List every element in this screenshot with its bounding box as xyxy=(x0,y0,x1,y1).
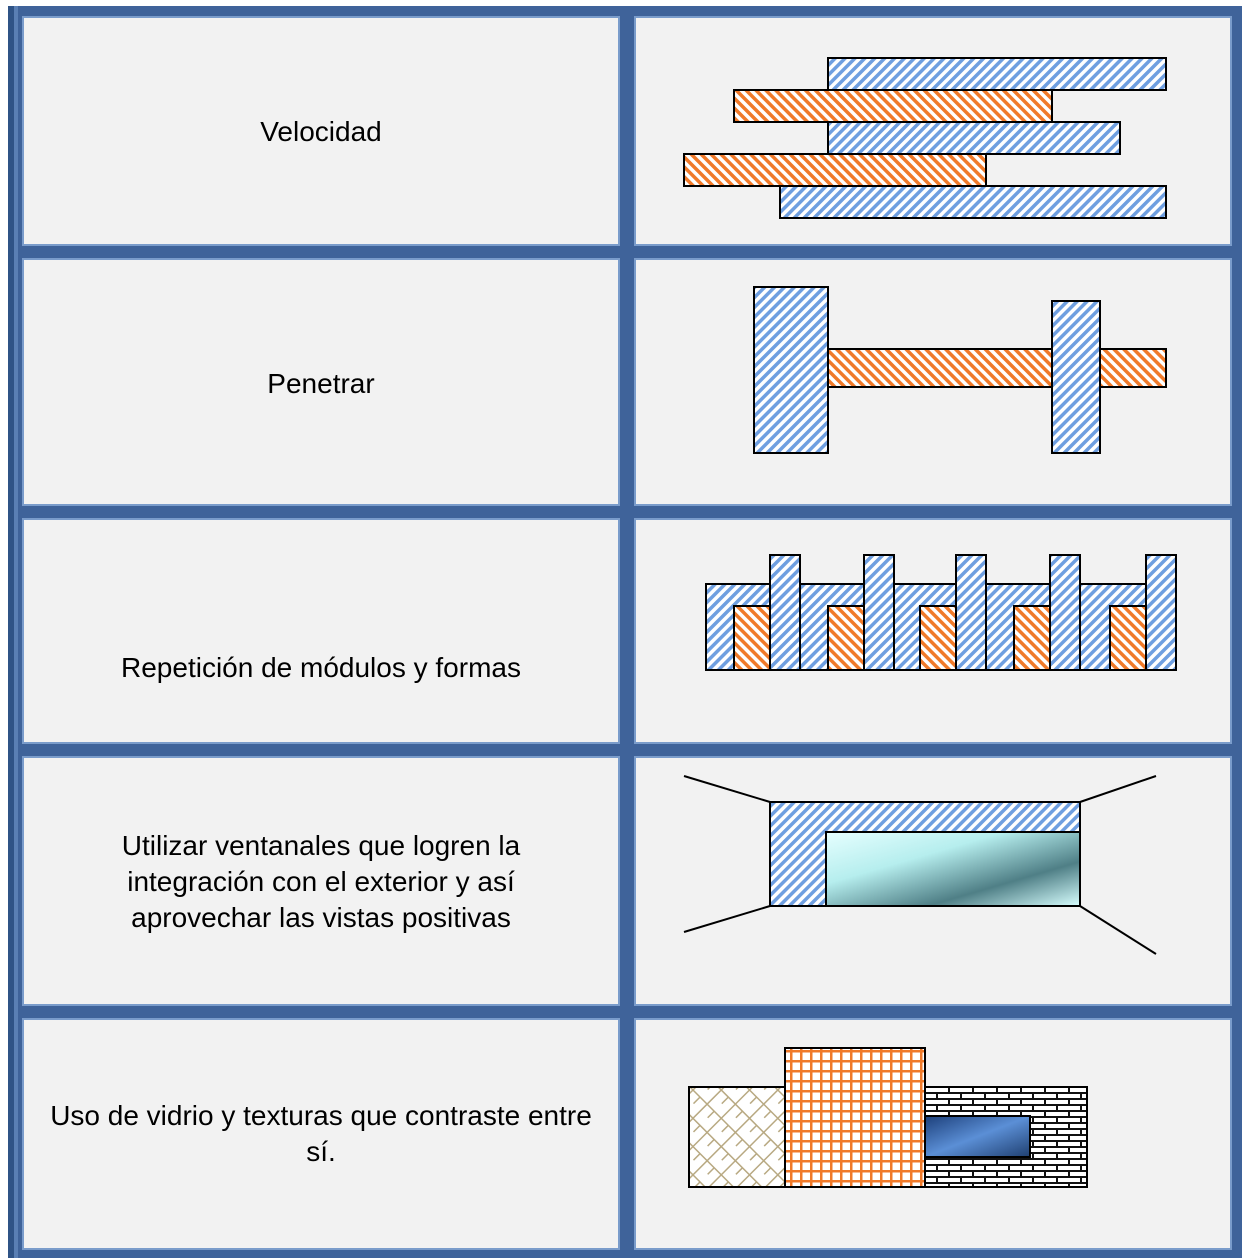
bar-orange-1 xyxy=(733,89,1053,123)
bar-blue-1 xyxy=(827,57,1167,91)
row-4-label-cell: Utilizar ventanales que logren la integr… xyxy=(22,756,620,1006)
perspective-line-bottom-left xyxy=(683,905,771,933)
velocity-figure xyxy=(683,57,1167,219)
left-blue-block xyxy=(753,286,829,454)
bar-blue-2 xyxy=(827,121,1121,155)
module-tower-1 xyxy=(769,554,801,671)
module-orange-1 xyxy=(733,605,771,671)
row-4-label: Utilizar ventanales que logren la integr… xyxy=(121,830,521,933)
bar-blue-3 xyxy=(779,185,1167,219)
perspective-line-top-right xyxy=(1079,775,1157,803)
window-glass xyxy=(825,831,1081,907)
module-tower-5 xyxy=(1145,554,1177,671)
penetrate-figure xyxy=(753,286,1167,454)
horizontal-orange-beam xyxy=(827,348,1167,388)
textures-figure xyxy=(688,1047,1088,1188)
module-tower-3 xyxy=(955,554,987,671)
row-3-label: Repetición de módulos y formas xyxy=(121,652,521,683)
right-blue-block xyxy=(1051,300,1101,454)
orange-grid-block xyxy=(784,1047,926,1188)
row-3-label-cell: Repetición de módulos y formas xyxy=(22,518,620,744)
window-figure xyxy=(683,775,1157,955)
row-1-label: Velocidad xyxy=(260,116,382,147)
blue-glass-panel xyxy=(924,1115,1031,1158)
perspective-line-top-left xyxy=(683,775,771,803)
stone-texture-block xyxy=(688,1086,786,1188)
perspective-line-bottom-right xyxy=(1079,905,1157,955)
bar-orange-2 xyxy=(683,153,987,187)
module-orange-2 xyxy=(827,605,865,671)
row-5-label: Uso de vidrio y texturas que contraste e… xyxy=(50,1100,592,1167)
row-1-label-cell: Velocidad xyxy=(22,16,620,246)
repetition-figure xyxy=(705,554,1177,671)
module-tower-2 xyxy=(863,554,895,671)
module-orange-5 xyxy=(1109,605,1147,671)
row-2-label: Penetrar xyxy=(267,368,375,399)
module-orange-4 xyxy=(1013,605,1051,671)
module-orange-3 xyxy=(919,605,957,671)
row-5-label-cell: Uso de vidrio y texturas que contraste e… xyxy=(22,1018,620,1250)
row-2-label-cell: Penetrar xyxy=(22,258,620,506)
module-tower-4 xyxy=(1049,554,1081,671)
